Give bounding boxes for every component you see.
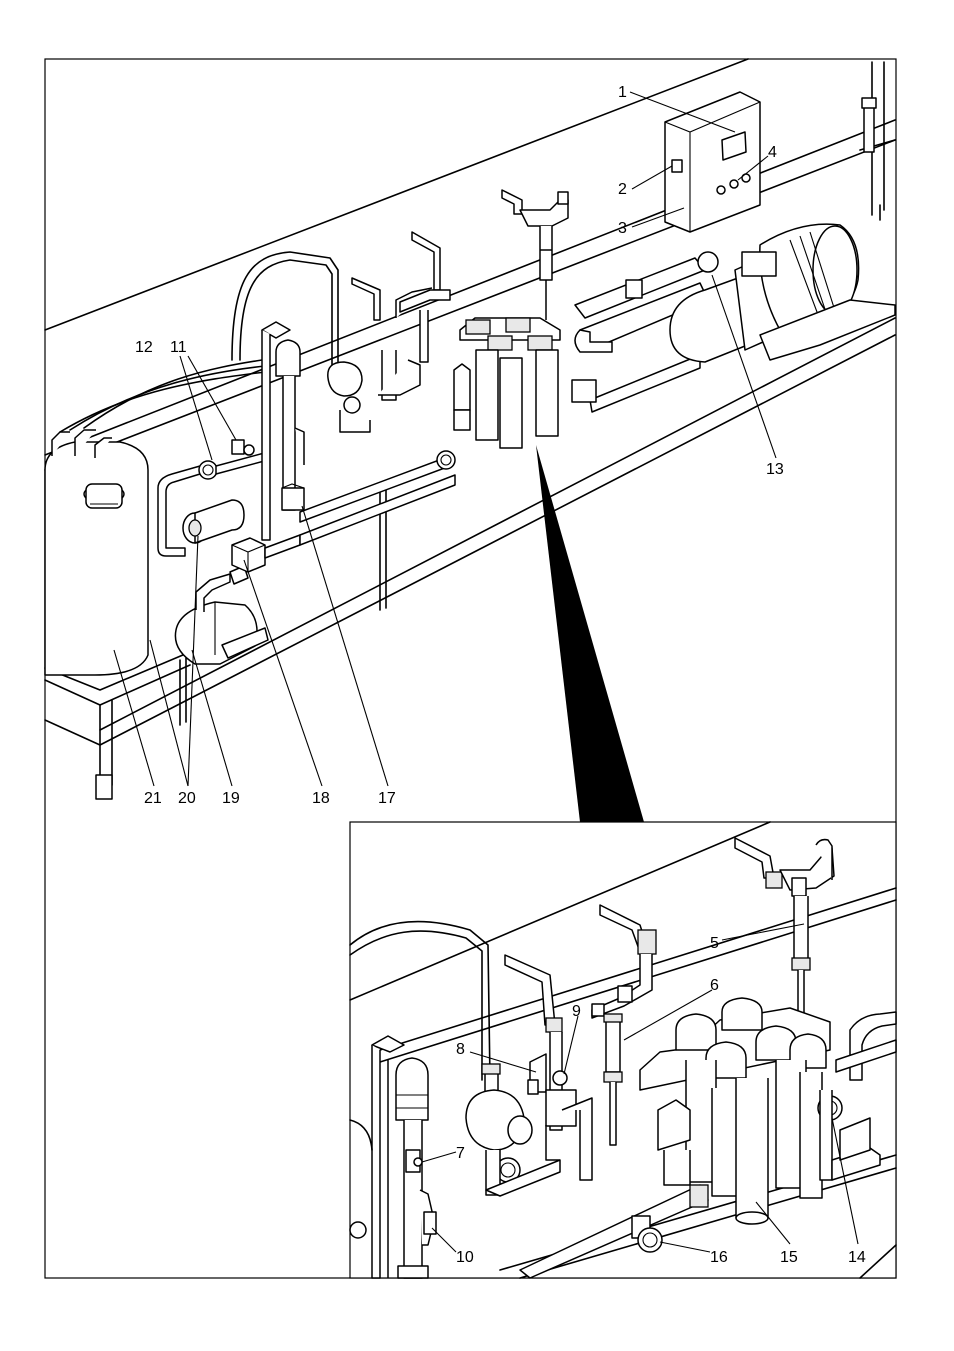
valve-9 — [553, 1071, 567, 1085]
callout-16: 16 — [710, 1249, 728, 1266]
callout-10: 10 — [456, 1249, 474, 1266]
callout-2: 2 — [618, 181, 627, 198]
flowmeter-6 — [606, 1020, 620, 1072]
control-box — [665, 92, 760, 232]
pressure-gauge-main — [437, 451, 455, 469]
valve-17 — [282, 488, 304, 510]
pressure-gauge-12 — [199, 461, 217, 479]
flowmeter-head — [276, 340, 300, 376]
switch-2 — [672, 160, 682, 172]
callout-19: 19 — [222, 790, 240, 807]
main-view — [45, 59, 895, 822]
filter-housings-main — [454, 318, 560, 448]
callout-4: 4 — [768, 144, 777, 161]
callout-6: 6 — [710, 977, 719, 994]
callout-7: 7 — [456, 1145, 465, 1162]
callout-13: 13 — [766, 461, 784, 478]
callout-1: 1 — [618, 84, 627, 101]
flowmeter-7-head — [396, 1058, 428, 1120]
detail-pointer-wedge — [536, 445, 644, 822]
callout-5: 5 — [710, 935, 719, 952]
flowmeter-5 — [794, 896, 808, 960]
pump-head-left — [328, 362, 362, 396]
filter-housing-15 — [736, 1078, 768, 1218]
callout-15: 15 — [780, 1249, 798, 1266]
valve-11 — [232, 440, 244, 454]
callout-21: 21 — [144, 790, 162, 807]
callout-14: 14 — [848, 1249, 866, 1266]
callout-11: 11 — [170, 339, 187, 356]
callout-9: 9 — [572, 1003, 581, 1020]
callout-12: 12 — [135, 339, 153, 356]
vessel-20 — [195, 500, 244, 543]
callout-20: 20 — [178, 790, 196, 807]
callout-17: 17 — [378, 790, 396, 807]
callout-3: 3 — [618, 220, 627, 237]
callout-8: 8 — [456, 1041, 465, 1058]
pressure-gauge-16 — [638, 1228, 662, 1252]
callout-18: 18 — [312, 790, 330, 807]
tank — [45, 442, 148, 675]
